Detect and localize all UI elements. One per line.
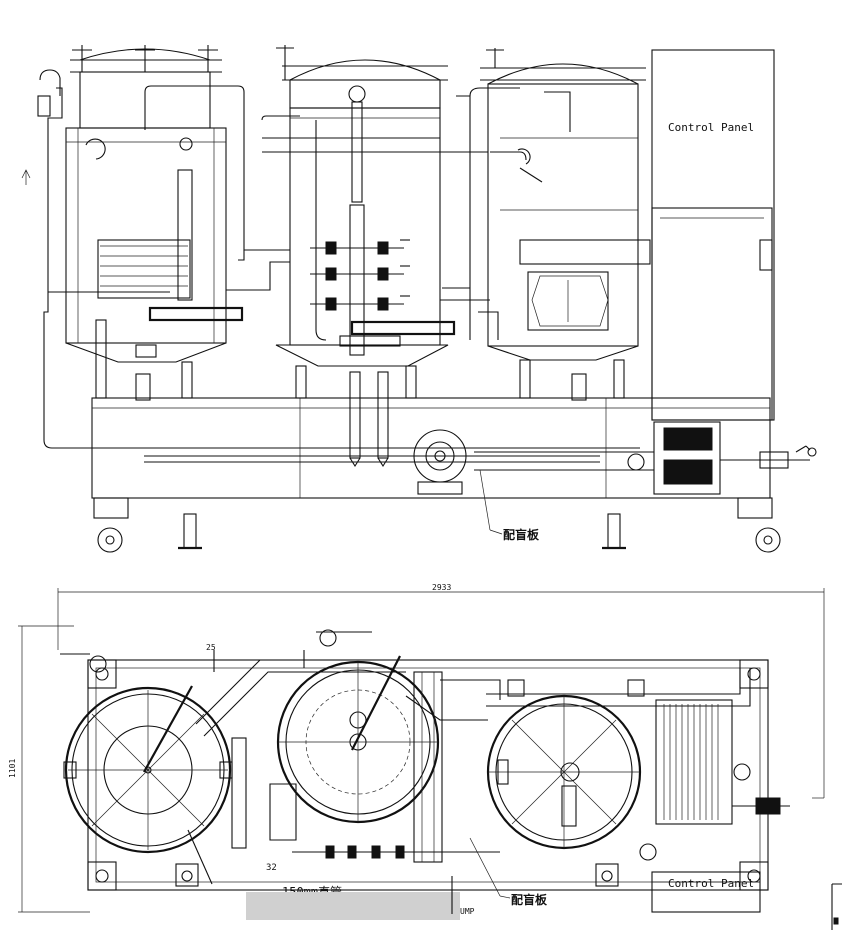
redaction-block-bottom [246, 892, 460, 920]
blind-plate-callout-bottom: 配盲板 [469, 837, 548, 907]
heating-coil [97, 239, 191, 299]
dim-25-text: 25 [206, 643, 216, 652]
pipe-note: 150mm直管 UMP [246, 876, 475, 920]
blind-plate-callout-top: 配盲板 [479, 469, 540, 542]
pump-tag-text: UMP [460, 907, 475, 916]
control-panel-label-bottom: Control Panel [668, 877, 754, 890]
base-frame [91, 319, 771, 499]
title-block-corner [831, 883, 842, 930]
dim-width-text: 1101 [8, 759, 17, 778]
front-piping [37, 69, 640, 449]
sight-glass-housing [527, 271, 609, 331]
middle-vessel [275, 45, 456, 367]
plan-heat-exchanger [655, 699, 790, 825]
casters [93, 497, 781, 553]
valve-manifold [310, 204, 410, 356]
blind-plate-label-top: 配盲板 [503, 527, 540, 542]
plan-control-panel: Control Panel [651, 871, 761, 913]
plan-right-tank [486, 694, 657, 861]
manway-handwheels [72, 45, 218, 72]
redaction-block-top [519, 239, 651, 265]
dim-32-text: 32 [266, 863, 277, 873]
control-panel-cabinet: Control Panel [651, 49, 775, 421]
left-vessel [65, 45, 244, 363]
dimension-1101: 1101 [8, 625, 90, 913]
plan-view: 2933 1101 [8, 583, 842, 930]
right-vessel [480, 48, 651, 361]
plate-heat-exchanger [474, 421, 817, 495]
plan-piping: 25 32 [60, 643, 751, 873]
dim-length-text: 2933 [432, 583, 451, 592]
blind-plate-label-bottom: 配盲板 [511, 892, 548, 907]
centrifugal-pump [413, 429, 467, 495]
control-panel-label-top: Control Panel [668, 121, 754, 134]
dimension-2933: 2933 [57, 583, 825, 799]
front-elevation: Control Panel [21, 45, 817, 553]
plan-left-tank [63, 655, 247, 885]
plan-middle-tank [269, 629, 500, 863]
